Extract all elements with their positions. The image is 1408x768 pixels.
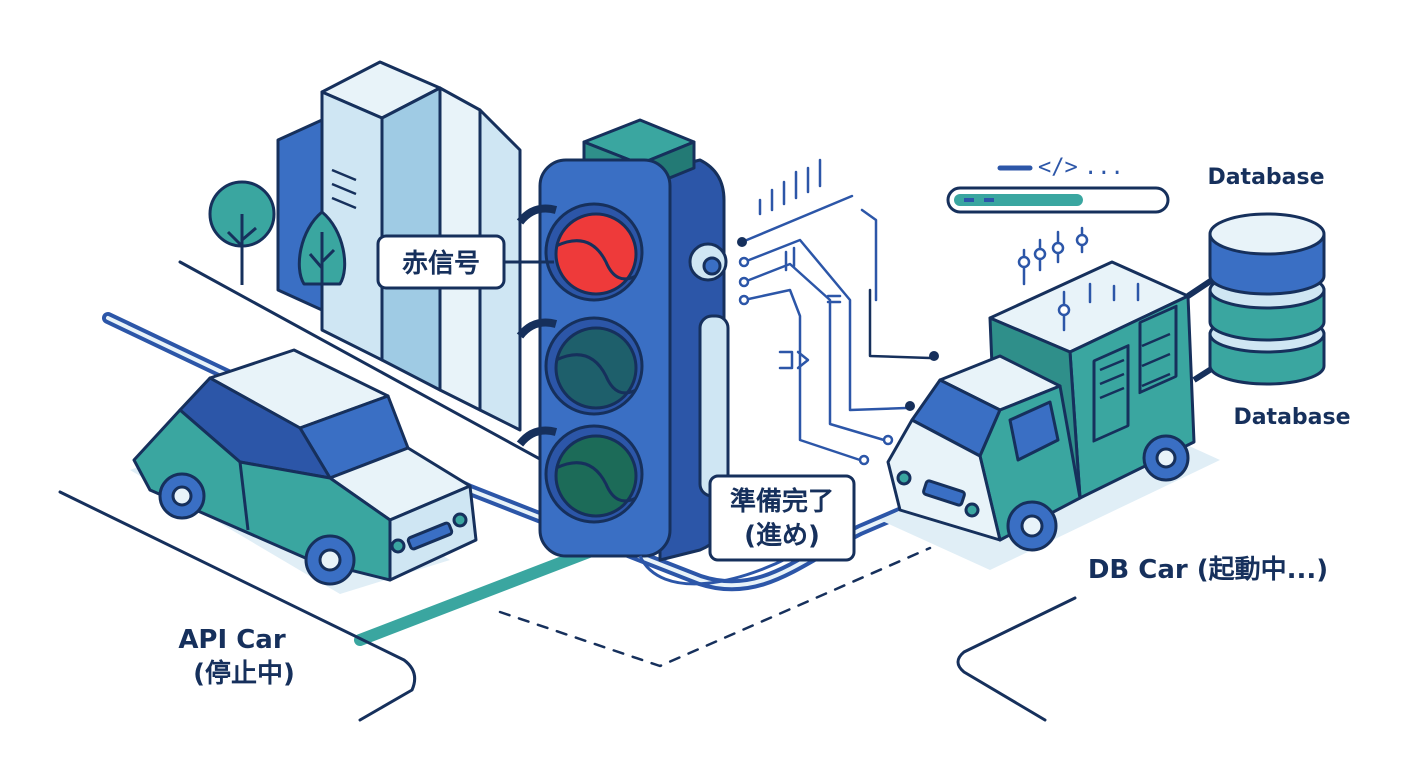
api-car-wheel-front-hub xyxy=(318,548,342,572)
red-lamp-shade xyxy=(555,239,637,281)
wire-capacitor xyxy=(784,246,842,304)
api-car-wheel-rear-hub xyxy=(171,485,193,507)
trees xyxy=(208,180,347,310)
wire-endpoint xyxy=(905,401,915,411)
ready-callout: 準備完了 (進め) xyxy=(708,474,856,562)
api-car xyxy=(130,348,478,594)
wire-endpoints-open xyxy=(738,256,894,466)
db-car-headlight xyxy=(896,470,912,486)
signal-node xyxy=(1017,255,1031,269)
api-car-label-line2: (停止中) xyxy=(193,658,295,689)
green-lamp xyxy=(554,434,638,518)
api-car-headlight xyxy=(390,538,406,554)
ready-label-line1: 準備完了 xyxy=(730,486,834,517)
signal-node xyxy=(1057,303,1071,317)
code-dots-text: ... xyxy=(1084,155,1124,180)
ready-callout-box xyxy=(708,474,856,562)
db-car-wheel-rear-hub xyxy=(1155,447,1177,469)
lamp-visor xyxy=(516,318,558,339)
road-edge-upper xyxy=(178,260,562,472)
wire-endpoint xyxy=(737,237,747,247)
wire-endpoints xyxy=(737,237,939,411)
buildings xyxy=(276,60,522,432)
signal-node xyxy=(1075,233,1089,247)
wire-endpoint-open xyxy=(882,434,894,446)
circuit-wires xyxy=(740,158,932,462)
red-lamp xyxy=(554,212,638,296)
signal-node xyxy=(1051,241,1065,255)
road-dashed-path xyxy=(498,546,932,668)
api-car-headlight xyxy=(452,512,468,528)
db-car xyxy=(880,260,1220,570)
yellow-lamp xyxy=(554,326,638,410)
progress-fill xyxy=(954,194,1083,206)
db-car-cab-window xyxy=(1008,400,1060,462)
road-edge-lower-right xyxy=(956,596,1077,722)
red-signal-label: 赤信号 xyxy=(402,249,480,279)
signal-node xyxy=(1033,247,1047,261)
green-lamp-shade xyxy=(555,461,637,503)
red-signal-callout: 赤信号 xyxy=(376,234,554,290)
tree-cone-trunk xyxy=(308,232,336,310)
lamp-visor xyxy=(516,426,558,447)
road-edge-lower-left xyxy=(58,490,417,722)
wire-endpoint xyxy=(929,351,939,361)
data-signal-ticks xyxy=(1017,226,1140,332)
wire-5 xyxy=(860,208,878,302)
code-tag-text: </> xyxy=(1038,155,1078,180)
db-car-wheel-front-hub xyxy=(1020,514,1044,538)
yellow-lamp-shade xyxy=(555,353,637,395)
db-car-label: DB Car (起動中...) xyxy=(1088,555,1328,585)
traffic-light-side-panel xyxy=(698,314,730,498)
api-car-label-line1: API Car xyxy=(178,625,286,655)
database-layer-top-cap xyxy=(1208,212,1326,256)
progress-indicator: </> ... xyxy=(946,155,1170,214)
wire-endpoint-open xyxy=(738,294,750,306)
wire-endpoint-open xyxy=(858,454,870,466)
building-window-lines xyxy=(331,168,357,210)
traffic-light-connector-inner xyxy=(702,256,722,276)
api-car-grille xyxy=(406,521,454,551)
wire-endpoint-open xyxy=(738,276,750,288)
db-car-server-rack xyxy=(1138,304,1178,395)
wire-resistor xyxy=(778,350,810,370)
traffic-light xyxy=(516,118,821,586)
wire-2 xyxy=(742,238,908,412)
ready-label-line2: (進め) xyxy=(744,521,820,551)
db-car-grille xyxy=(922,479,966,507)
db-car-headlight xyxy=(964,502,980,518)
database-icon xyxy=(1208,212,1326,386)
wire-3 xyxy=(742,262,886,442)
wire-endpoint-open xyxy=(738,256,750,268)
lamp-visor xyxy=(516,204,558,225)
api-car-door-line xyxy=(238,461,250,531)
wire-1 xyxy=(740,194,854,244)
database-label-side: Database xyxy=(1233,405,1350,430)
db-car-server-lines xyxy=(1099,332,1171,400)
tree-round-trunk xyxy=(226,214,257,285)
wire-4 xyxy=(742,288,862,462)
wire-6 xyxy=(868,288,932,360)
wire-ticks xyxy=(758,158,822,216)
database-label-top: Database xyxy=(1207,165,1324,190)
